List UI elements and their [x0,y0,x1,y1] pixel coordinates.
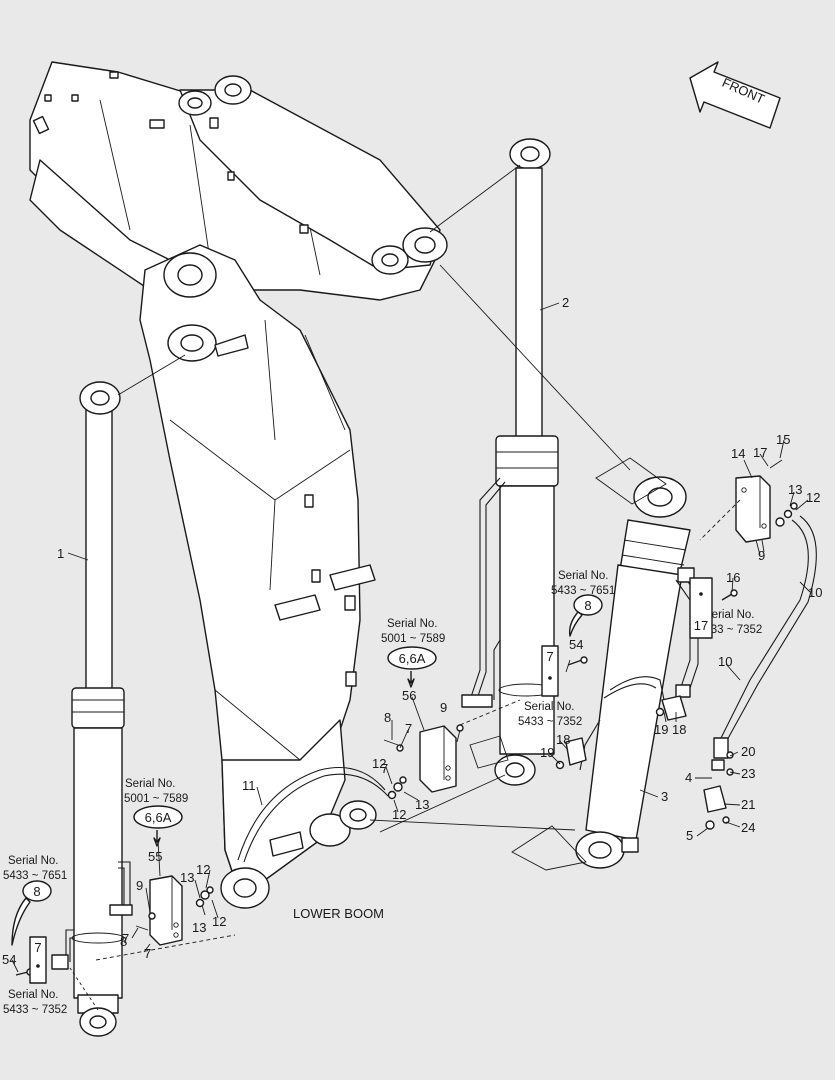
leader-lines [11,302,811,973]
serial-note-2: Serial No. 5001 ~ 7589 [381,618,445,645]
callout-24: 24 [741,820,755,835]
callout-21: 21 [741,797,755,812]
serial-label: Serial No. [558,570,609,582]
callout-12: 12 [806,490,820,505]
callout-13: 13 [788,482,802,497]
boom-structure [29,61,448,909]
callout-55: 55 [148,849,162,864]
circled-label: 6,6A [399,651,426,666]
callouts: 1 2 3 4 5 7 7 7 7 8 9 9 9 10 10 11 12 12… [2,295,822,967]
lower-boom-label: LOWER BOOM [293,906,384,921]
serial-label: Serial No. [8,989,59,1001]
boxed-label: 17 [694,618,708,633]
callout-13: 13 [415,797,429,812]
serial-range: 5433 ~ 7651 [551,585,615,597]
serial-note-7: Serial No. 5433 ~ 7352 [698,609,762,636]
boxed-ref-17: 17 [689,577,713,639]
serial-note-6: Serial No. 5433 ~ 7352 [518,701,582,728]
boxed-label: 7 [34,940,41,955]
callout-19: 19 [654,722,668,737]
serial-range: 5433 ~ 7352 [518,716,582,728]
serial-label: Serial No. [387,618,438,630]
callout-23: 23 [741,766,755,781]
serial-range: 5433 ~ 7651 [3,870,67,882]
callout-12: 12 [196,862,210,877]
callout-3: 3 [661,789,668,804]
clamps-18-19 [555,695,687,770]
callout-1: 1 [57,546,64,561]
callout-2: 2 [562,295,569,310]
callout-20: 20 [741,744,755,759]
callout-9: 9 [758,548,765,563]
callout-8: 8 [120,934,127,949]
callout-12: 12 [392,807,406,822]
callout-4: 4 [685,770,692,785]
callout-7: 7 [381,761,388,776]
callout-10: 10 [808,585,822,600]
serial-label: Serial No. [125,778,176,790]
callout-18: 18 [672,722,686,737]
callout-56: 56 [402,688,416,703]
circled-ref-66a-right: 6,6A [387,646,437,688]
callouts-extra: 8 12 [120,490,820,949]
center-lines [95,499,741,961]
cylinder-2 [461,138,559,786]
serial-label: Serial No. [524,701,575,713]
circled-ref-66a-left: 6,6A [133,805,183,847]
serial-note-1: Serial No. 5001 ~ 7589 [124,778,188,805]
callout-16: 16 [726,570,740,585]
circled-label: 6,6A [145,810,172,825]
callout-10: 10 [718,654,732,669]
front-arrow: FRONT [689,61,781,129]
callout-17: 17 [753,445,767,460]
callout-7: 7 [122,931,129,946]
callout-14: 14 [731,446,745,461]
valve-block-55 [135,875,214,946]
alignment-lines [69,164,667,1011]
callout-54: 54 [569,637,583,652]
callout-19: 19 [540,745,554,760]
cylinder-1 [51,381,133,1037]
boxed-label: 7 [546,649,553,664]
serial-range: 5433 ~ 7352 [3,1004,67,1016]
callout-9: 9 [136,878,143,893]
serial-label: Serial No. [704,609,755,621]
callout-12: 12 [372,756,386,771]
valve-block-14 [735,459,798,543]
callout-8: 8 [384,710,391,725]
hose-assembly-right [703,515,817,830]
callout-9: 9 [440,700,447,715]
serial-label: Serial No. [8,855,59,867]
cylinder-3 [575,476,699,869]
callout-54: 54 [2,952,16,967]
callout-12: 12 [212,914,226,929]
circled-label: 8 [584,598,591,613]
circled-label: 8 [33,884,40,899]
boxed-ref-7-left: 7 [29,936,47,984]
callout-11: 11 [242,778,256,793]
callout-7: 7 [144,946,151,961]
callout-13: 13 [192,920,206,935]
callout-15: 15 [776,432,790,447]
boxed-ref-7-right: 7 [541,645,559,697]
callout-13: 13 [180,870,194,885]
circled-ref-8-left: 8 [11,880,52,946]
serial-note-3: Serial No. 5433 ~ 7651 [3,855,67,882]
circled-ref-8-right: 8 [568,594,603,637]
valve-block-56 [383,724,464,800]
hose-11 [237,766,389,863]
serial-note-4: Serial No. 5433 ~ 7651 [551,570,615,597]
serial-note-5: Serial No. 5433 ~ 7352 [3,989,67,1016]
serial-range: 5433 ~ 7352 [698,624,762,636]
callout-7: 7 [405,721,412,736]
callout-18: 18 [556,732,570,747]
serial-range: 5001 ~ 7589 [124,793,188,805]
serial-range: 5001 ~ 7589 [381,633,445,645]
callout-5: 5 [686,828,693,843]
